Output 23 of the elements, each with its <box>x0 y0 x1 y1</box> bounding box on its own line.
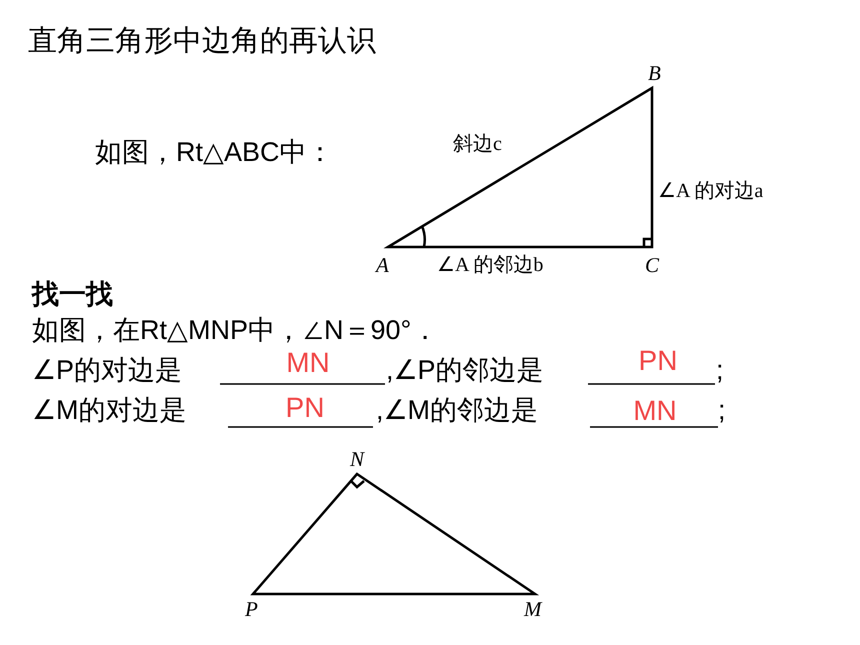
vertex-label: N <box>350 448 364 472</box>
question-text: ∠M的对边是 <box>32 396 186 426</box>
title: 直角三角形中边角的再认识 <box>28 26 376 58</box>
section-heading: 找一找 <box>32 280 113 310</box>
vertex-label: C <box>645 254 660 278</box>
vertex-label: P <box>245 598 258 622</box>
side-label: 斜边c <box>453 133 502 155</box>
vertex-label: M <box>524 598 542 622</box>
question-text: ∠P的对边是 <box>32 356 182 386</box>
vertex-label: A <box>376 254 389 278</box>
answer-text: PN <box>638 346 678 377</box>
question-text: ,∠P的邻边是 <box>386 356 544 386</box>
answer-text: MN <box>633 396 677 427</box>
question-text: ,∠M的邻边是 <box>376 396 538 426</box>
answer-text: MN <box>286 348 330 379</box>
punctuation: ; <box>716 356 724 386</box>
answer-text: PN <box>286 393 324 424</box>
vertex-label: B <box>648 62 661 86</box>
side-label: ∠A 的对边a <box>658 180 764 202</box>
question-text: 如图，在Rt△MNP中，∠N＝90°． <box>32 316 438 346</box>
intro-text: 如图，Rt△ABC中： <box>95 138 334 168</box>
side-label: ∠A 的邻边b <box>437 254 544 276</box>
punctuation: ; <box>718 396 726 426</box>
